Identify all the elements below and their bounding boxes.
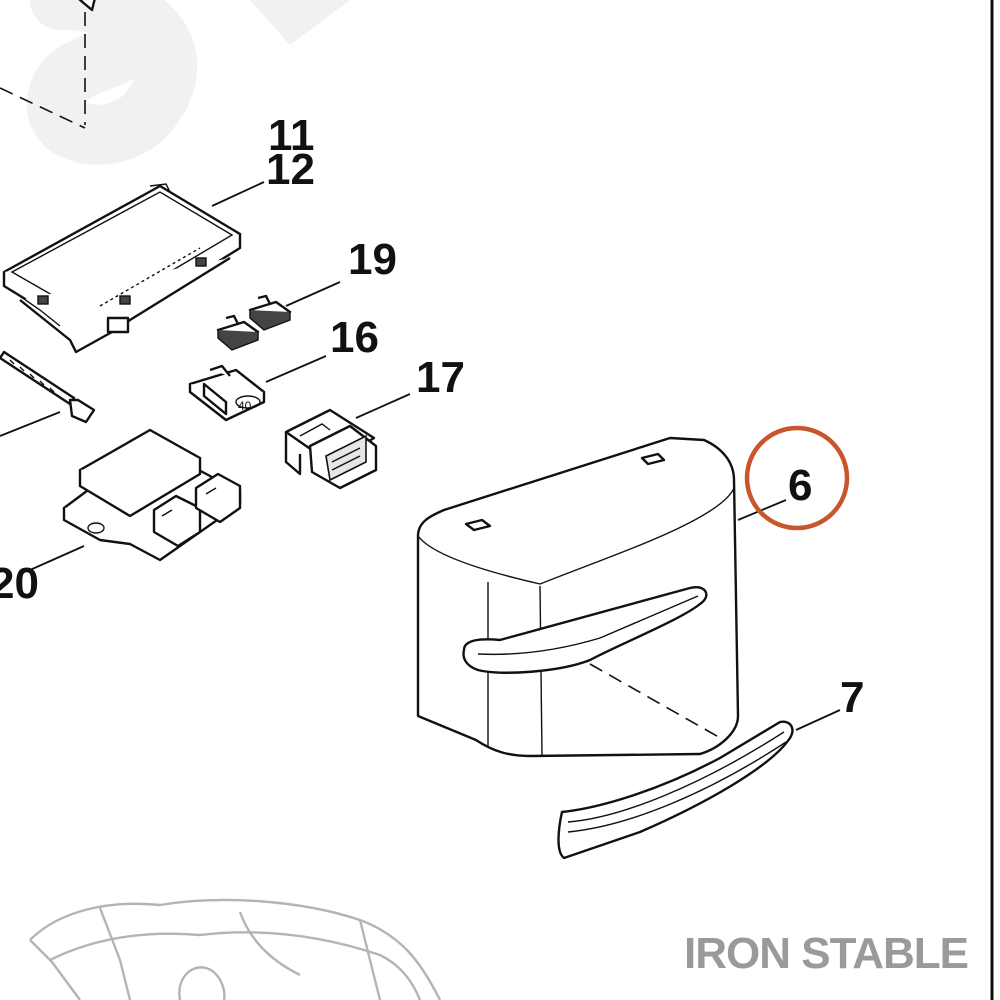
background-watermark-shape (27, 0, 197, 165)
part-maxi-fuse: 40 (188, 364, 266, 422)
callout-20: 20 (0, 559, 39, 608)
callout-7: 7 (840, 673, 864, 722)
part-bolt (0, 350, 96, 424)
leader-line-16 (265, 355, 327, 383)
leader-line-19 (285, 281, 341, 307)
motorcycle-outline (29, 898, 442, 1000)
background-watermark-shape (250, 0, 350, 45)
part-mounting-bracket (62, 428, 242, 562)
dashed-guide-line (0, 87, 86, 129)
callout-12: 12 (266, 145, 315, 194)
part-cover-box (416, 436, 740, 758)
dashed-guide-line (589, 663, 725, 741)
part-pointer-tip (78, 0, 96, 12)
leader-line-20 (29, 545, 85, 571)
leader-line-17 (355, 393, 411, 419)
fuse-rating-label: 40 (238, 399, 252, 413)
callout-11: 11 (268, 111, 315, 160)
callout-6: 6 (788, 461, 812, 510)
callout-19: 19 (348, 235, 397, 284)
watermark-text: IRON STABLE (684, 929, 968, 978)
highlight-circle (744, 425, 850, 531)
leader-line-12 (211, 181, 265, 207)
leader-line-7 (795, 709, 841, 731)
leader-line-6 (737, 499, 787, 521)
part-mini-fuses (216, 294, 292, 351)
part-control-module (2, 183, 242, 354)
callout-16: 16 (330, 313, 379, 362)
callout-17: 17 (416, 353, 465, 402)
part-relay-connector (284, 408, 378, 490)
leader-line-bolt (0, 411, 61, 437)
part-trim-strip (557, 720, 794, 860)
